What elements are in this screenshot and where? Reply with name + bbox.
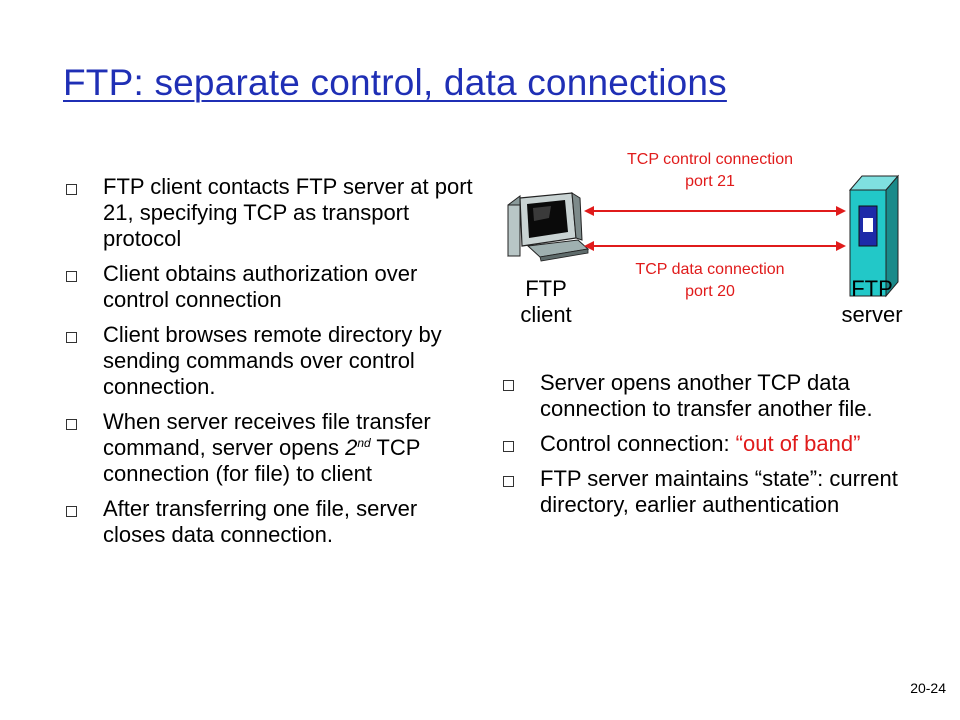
ftp-client-label: FTP client bbox=[500, 276, 592, 328]
data-connection-label: TCP data connection port 20 bbox=[585, 259, 835, 303]
slide-number: 20-24 bbox=[910, 680, 946, 696]
list-item: Server opens another TCP data connection… bbox=[503, 370, 903, 422]
bullet-text: After transferring one file, server clos… bbox=[103, 496, 418, 547]
bullet-box-icon bbox=[66, 419, 77, 430]
bullet-box-icon bbox=[503, 476, 514, 487]
bullet-text: FTP server maintains “state”: current di… bbox=[540, 466, 898, 517]
list-item: After transferring one file, server clos… bbox=[66, 496, 476, 548]
computer-icon bbox=[507, 192, 590, 262]
list-item: Control connection: “out of band” bbox=[503, 431, 903, 457]
bullet-text-highlight: “out of band” bbox=[735, 431, 861, 456]
bullet-text-ordinal: 2 bbox=[345, 435, 358, 460]
control-connection-label-line1: TCP control connection bbox=[626, 151, 793, 168]
bullet-text: Server opens another TCP data connection… bbox=[540, 370, 873, 421]
bullet-text: FTP client contacts FTP server at port 2… bbox=[103, 174, 473, 251]
bullet-box-icon bbox=[503, 441, 514, 452]
bullet-text-part: TCP connection (for file) to client bbox=[103, 435, 421, 486]
ftp-server-label: FTP server bbox=[826, 276, 918, 328]
bullet-box-icon bbox=[66, 506, 77, 517]
data-connection-label-line2: port 20 bbox=[685, 283, 735, 300]
ftp-client-label-line1: FTP bbox=[525, 276, 567, 301]
left-bullet-list: FTP client contacts FTP server at port 2… bbox=[66, 174, 476, 557]
ftp-server-label-line2: server bbox=[841, 302, 903, 327]
bullet-text: Client browses remote directory by sendi… bbox=[103, 322, 442, 399]
list-item: FTP client contacts FTP server at port 2… bbox=[66, 174, 476, 252]
bullet-text-part: When server receives file transfer comma… bbox=[103, 409, 431, 460]
ftp-client-label-line2: client bbox=[520, 302, 572, 327]
slide-title: FTP: separate control, data connections bbox=[63, 62, 727, 103]
ftp-server-label-line1: FTP bbox=[851, 276, 893, 301]
data-connection-label-line1: TCP data connection bbox=[635, 261, 785, 278]
bullet-text-part: Control connection: bbox=[540, 431, 736, 456]
bullet-box-icon bbox=[66, 271, 77, 282]
bullet-box-icon bbox=[503, 380, 514, 391]
list-item: FTP server maintains “state”: current di… bbox=[503, 466, 903, 518]
bullet-text: Client obtains authorization over contro… bbox=[103, 261, 418, 312]
bullet-box-icon bbox=[66, 184, 77, 195]
list-item: Client obtains authorization over contro… bbox=[66, 261, 476, 313]
control-connection-label-line2: port 21 bbox=[685, 173, 735, 190]
right-bullet-list: Server opens another TCP data connection… bbox=[503, 370, 903, 527]
list-item: When server receives file transfer comma… bbox=[66, 409, 476, 487]
control-connection-label: TCP control connection port 21 bbox=[585, 149, 835, 193]
bullet-text-superscript: nd bbox=[357, 436, 371, 450]
list-item: Client browses remote directory by sendi… bbox=[66, 322, 476, 400]
bullet-box-icon bbox=[66, 332, 77, 343]
